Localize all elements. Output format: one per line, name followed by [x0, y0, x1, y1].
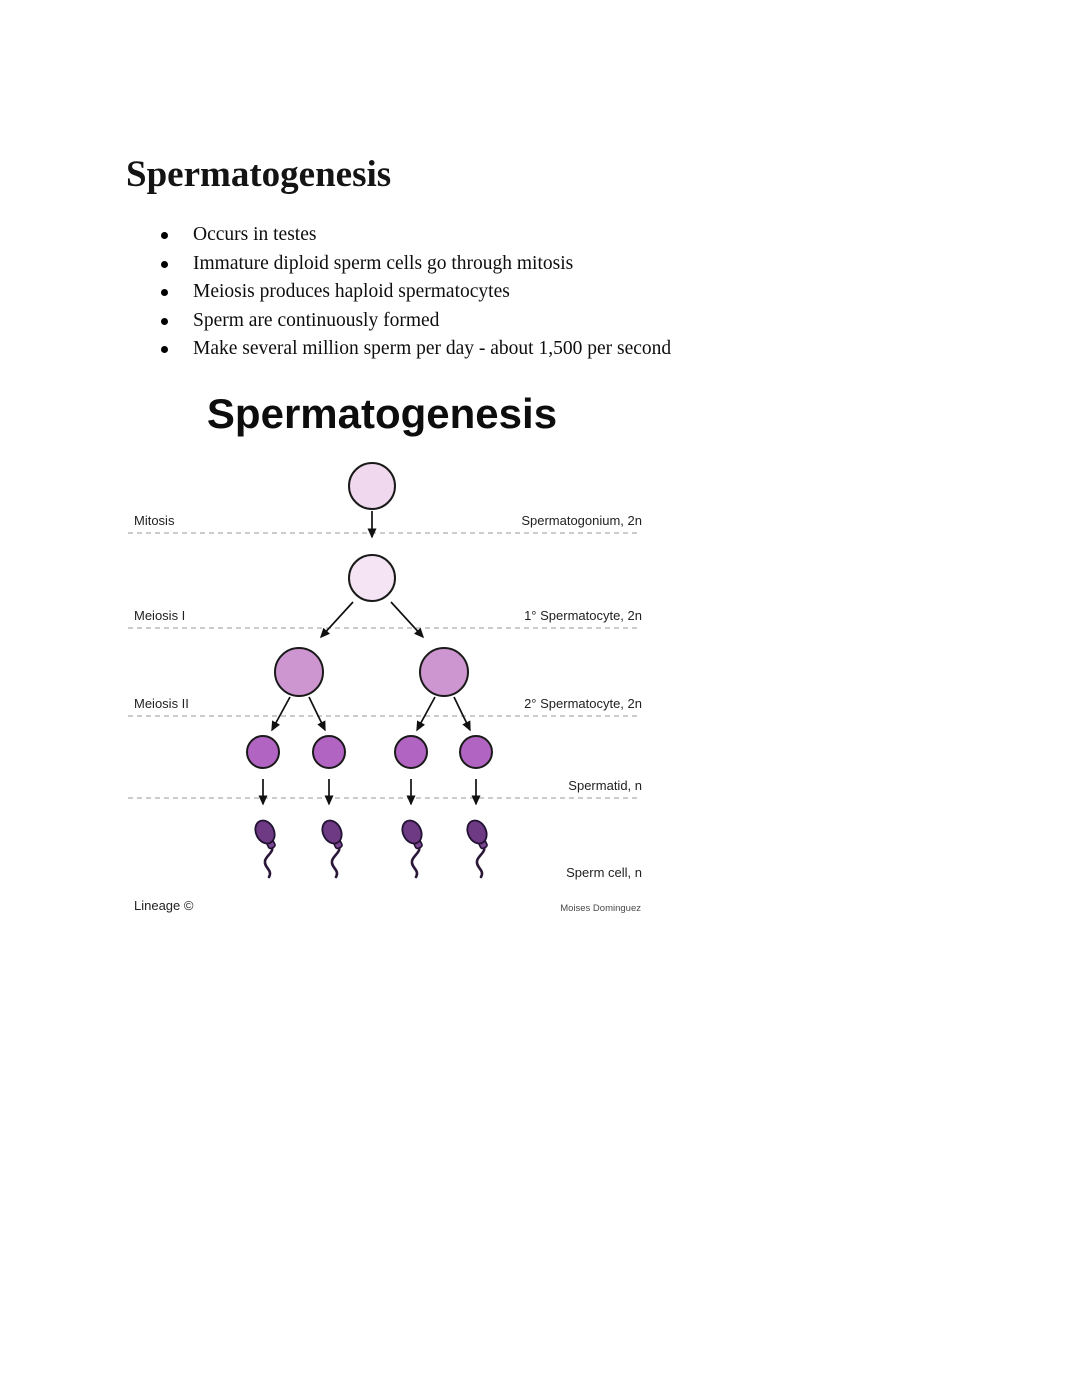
spermatogenesis-diagram: Spermatogenesis Mitosis Meiosis I Meiosi…: [120, 388, 680, 933]
diagram-title: Spermatogenesis: [207, 390, 557, 437]
sperm-cell-shape: [317, 815, 347, 879]
page-title: Spermatogenesis: [126, 154, 392, 195]
bullet-item: Immature diploid sperm cells go through …: [147, 250, 671, 279]
bullet-item: Occurs in testes: [147, 221, 671, 250]
secondary-spermatocyte-cell: [419, 647, 469, 697]
bullet-item: Make several million sperm per day - abo…: [147, 335, 671, 364]
bullet-dot-icon: [161, 289, 168, 296]
bullet-text: Immature diploid sperm cells go through …: [193, 252, 574, 274]
cell-label-spermatogonium: Spermatogonium, 2n: [521, 513, 642, 528]
arrow: [453, 696, 471, 732]
bullet-list: Occurs in testes Immature diploid sperm …: [147, 221, 671, 364]
bullet-dot-icon: [161, 346, 168, 353]
diagram-credit-author: Moises Dominguez: [560, 903, 641, 914]
spermatid-cell: [246, 735, 280, 769]
spermatogonium-cell: [348, 462, 396, 510]
arrow: [271, 696, 291, 732]
diagram-credit-lineage: Lineage ©: [134, 898, 194, 913]
arrow: [319, 601, 354, 639]
bullet-text: Make several million sperm per day - abo…: [193, 338, 672, 359]
bullet-item: Meiosis produces haploid spermatocytes: [147, 278, 671, 307]
arrow: [390, 601, 425, 639]
arrow: [308, 696, 326, 732]
stage-label-meiosis-1: Meiosis I: [134, 608, 185, 623]
cell-label-sperm-cell: Sperm cell, n: [566, 865, 642, 880]
sperm-cell-shape: [397, 815, 427, 879]
bullet-dot-icon: [161, 317, 168, 325]
sperm-cell-shape: [250, 815, 280, 879]
stage-label-meiosis-2: Meiosis II: [134, 696, 189, 711]
sperm-cell-shape: [462, 815, 492, 879]
arrow: [416, 696, 436, 732]
cell-label-primary-spermatocyte: 1° Spermatocyte, 2n: [524, 608, 642, 623]
bullet-dot-icon: [161, 232, 168, 239]
bullet-dot-icon: [161, 260, 168, 268]
spermatid-cell: [459, 735, 493, 769]
spermatid-cell: [394, 735, 428, 769]
bullet-text: Occurs in testes: [193, 224, 317, 245]
primary-spermatocyte-cell: [348, 554, 396, 602]
cell-label-spermatid: Spermatid, n: [568, 778, 642, 793]
bullet-item: Sperm are continuously formed: [147, 307, 671, 336]
bullet-text: Sperm are continuously formed: [193, 309, 440, 331]
stage-label-mitosis: Mitosis: [134, 513, 175, 528]
spermatid-cell: [312, 735, 346, 769]
bullet-text: Meiosis produces haploid spermatocytes: [193, 281, 510, 302]
secondary-spermatocyte-cell: [274, 647, 324, 697]
cell-label-secondary-spermatocyte: 2° Spermatocyte, 2n: [524, 696, 642, 711]
